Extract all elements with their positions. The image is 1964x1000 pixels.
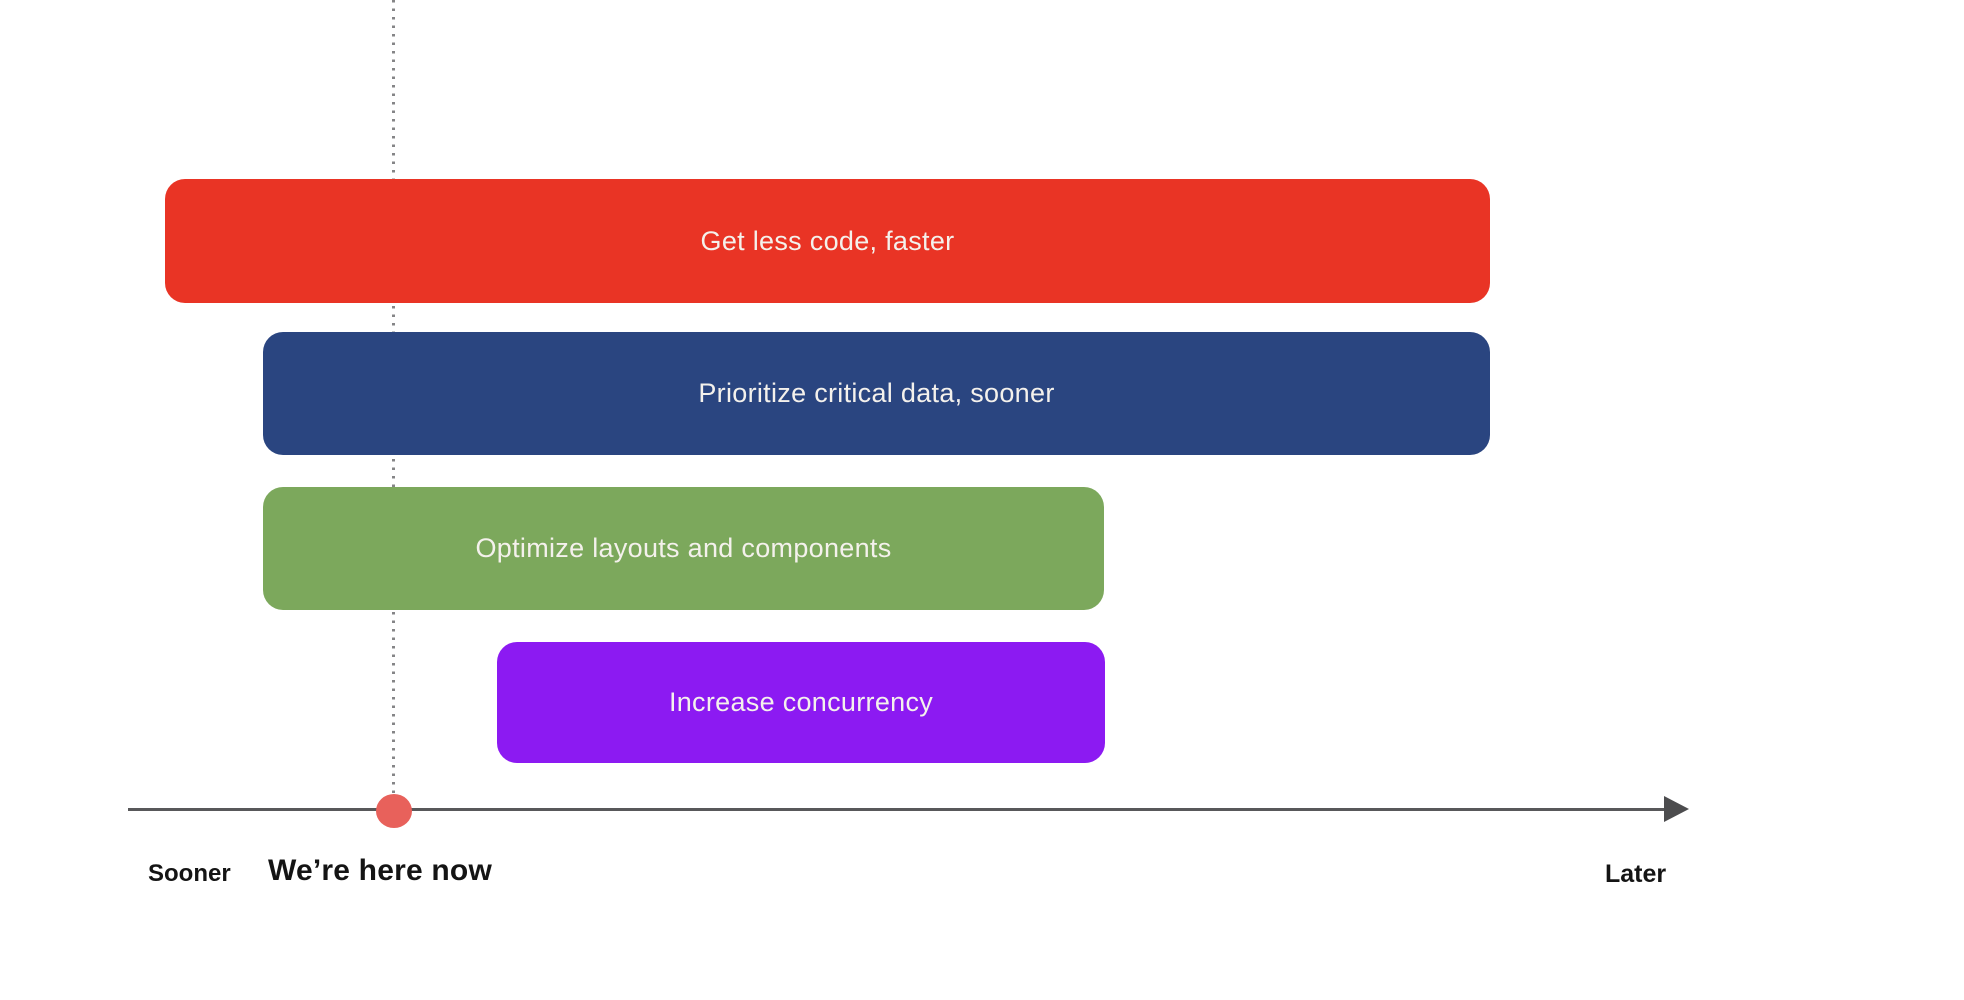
bar-label: Increase concurrency xyxy=(668,687,934,717)
bar-get-less-code-faster: Get less code, faster xyxy=(165,179,1490,303)
bar-prioritize-critical-data: Prioritize critical data, sooner xyxy=(263,332,1490,455)
bar-increase-concurrency: Increase concurrency xyxy=(497,642,1105,763)
axis-label-we-are-here-now: We’re here now xyxy=(268,854,492,887)
axis-arrowhead-icon xyxy=(1664,796,1689,822)
bar-label: Prioritize critical data, sooner xyxy=(698,378,1055,408)
bar-optimize-layouts-components: Optimize layouts and components xyxy=(263,487,1104,610)
bar-label: Optimize layouts and components xyxy=(475,533,892,563)
timeline-axis xyxy=(128,808,1668,811)
now-marker-dot xyxy=(376,794,412,828)
bar-label: Get less code, faster xyxy=(700,225,955,256)
axis-label-later: Later xyxy=(1605,860,1667,888)
axis-label-sooner: Sooner xyxy=(148,860,231,887)
